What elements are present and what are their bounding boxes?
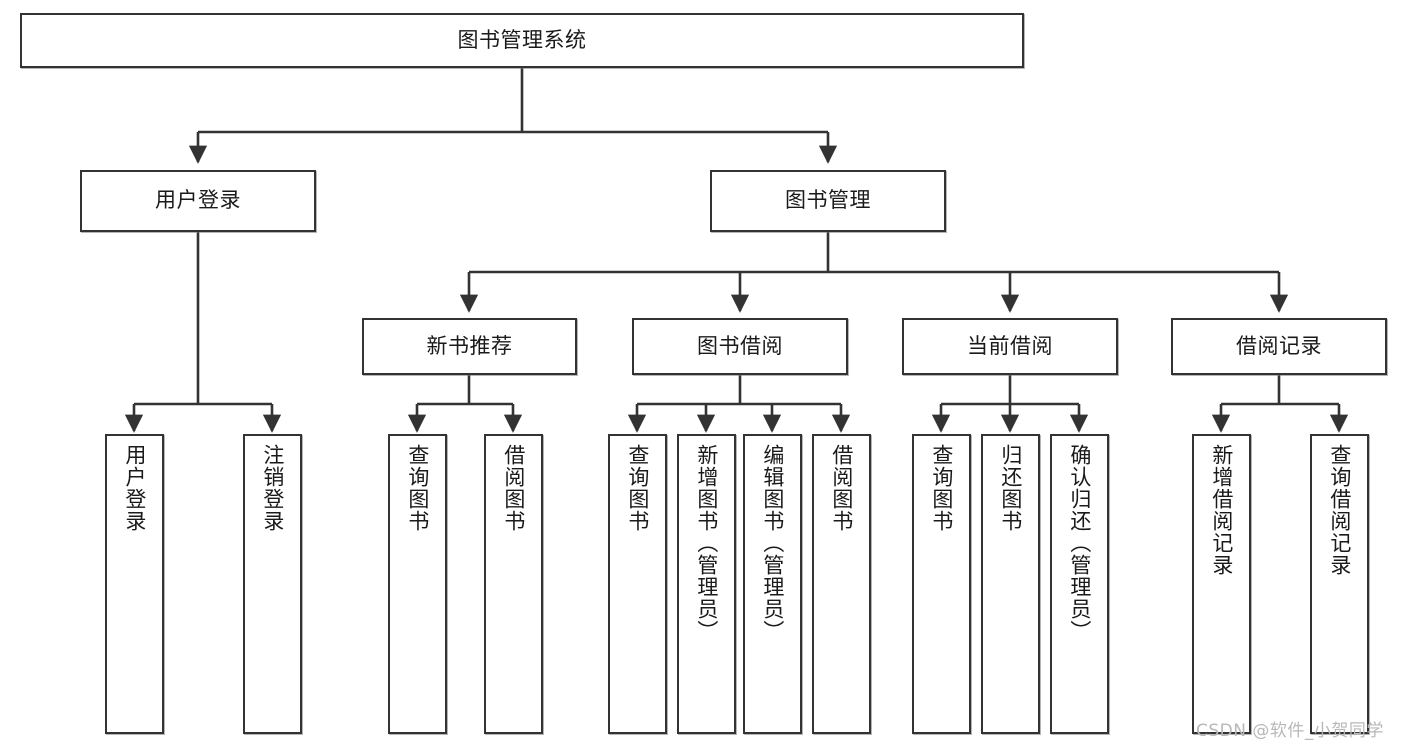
leaf-borrow-book[interactable]: 借阅图书 xyxy=(812,434,871,734)
node-current-borrow[interactable]: 当前借阅 xyxy=(902,318,1118,375)
csdn-watermark: CSDN @软件_小贺同学 xyxy=(1196,721,1384,741)
leaf-edit-book[interactable]: 编辑图书（管理员） xyxy=(743,434,802,734)
node-label: 借阅图书 xyxy=(829,444,854,532)
node-label: 图书管理 xyxy=(785,188,871,213)
node-label: 图书借阅 xyxy=(697,333,783,358)
node-root-system[interactable]: 图书管理系统 xyxy=(20,13,1024,68)
leaf-query-book-current[interactable]: 查询图书 xyxy=(912,434,971,734)
leaf-confirm-return[interactable]: 确认归还（管理员） xyxy=(1050,434,1109,734)
node-label: 新增借阅记录 xyxy=(1209,444,1234,576)
node-label: 确认归还（管理员） xyxy=(1067,444,1092,642)
node-label: 新增图书（管理员） xyxy=(694,444,719,642)
leaf-user-login[interactable]: 用户登录 xyxy=(105,434,164,734)
node-label: 归还图书 xyxy=(998,444,1023,532)
node-label: 借阅记录 xyxy=(1236,333,1322,358)
node-label: 图书管理系统 xyxy=(457,27,587,52)
leaf-query-book-recommend[interactable]: 查询图书 xyxy=(388,434,447,734)
node-label: 用户登录 xyxy=(122,444,147,532)
node-label: 编辑图书（管理员） xyxy=(760,444,785,642)
node-label: 查询图书 xyxy=(625,444,650,532)
leaf-query-book-borrow[interactable]: 查询图书 xyxy=(608,434,667,734)
node-borrow-record[interactable]: 借阅记录 xyxy=(1171,318,1387,375)
node-label: 当前借阅 xyxy=(967,333,1053,358)
leaf-return-book[interactable]: 归还图书 xyxy=(981,434,1040,734)
leaf-query-borrow-record[interactable]: 查询借阅记录 xyxy=(1310,434,1369,734)
node-book-borrow[interactable]: 图书借阅 xyxy=(632,318,848,375)
node-book-management[interactable]: 图书管理 xyxy=(710,170,946,232)
leaf-logout-login[interactable]: 注销登录 xyxy=(243,434,302,734)
node-label: 借阅图书 xyxy=(501,444,526,532)
node-label: 查询借阅记录 xyxy=(1327,444,1352,576)
leaf-add-book[interactable]: 新增图书（管理员） xyxy=(677,434,736,734)
node-label: 注销登录 xyxy=(260,444,285,532)
node-new-book-recommend[interactable]: 新书推荐 xyxy=(362,318,577,375)
node-label: 新书推荐 xyxy=(426,333,513,358)
node-label: 查询图书 xyxy=(405,444,430,532)
node-user-login[interactable]: 用户登录 xyxy=(80,170,316,232)
node-label: 查询图书 xyxy=(929,444,954,532)
leaf-add-borrow-record[interactable]: 新增借阅记录 xyxy=(1192,434,1251,734)
leaf-borrow-book-recommend[interactable]: 借阅图书 xyxy=(484,434,543,734)
node-label: 用户登录 xyxy=(155,188,241,213)
